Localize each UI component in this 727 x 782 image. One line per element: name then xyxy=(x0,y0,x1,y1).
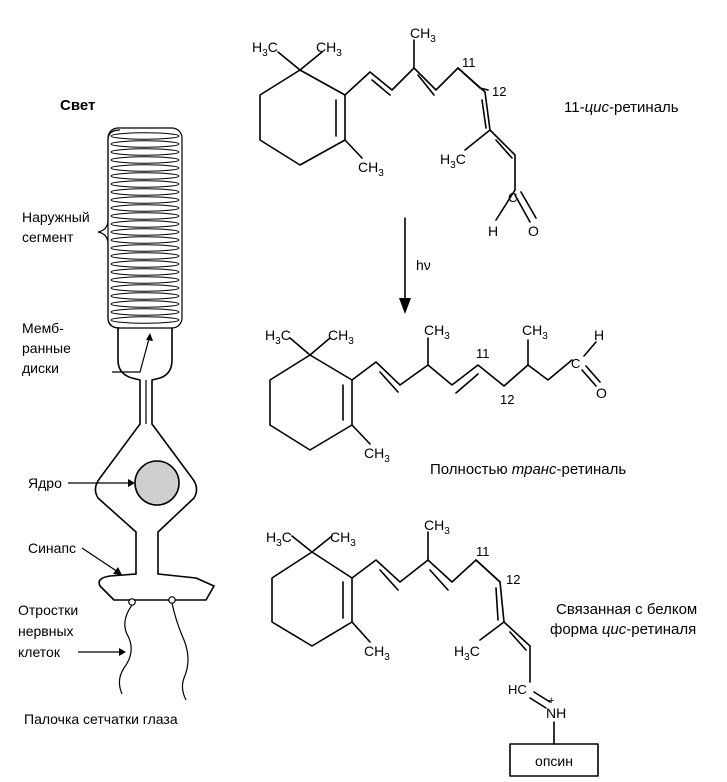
membrane-disc xyxy=(110,220,180,228)
membrane-disc xyxy=(110,188,180,196)
contact-1 xyxy=(128,598,136,606)
contact-2 xyxy=(168,596,176,604)
svg-text:CH3: CH3 xyxy=(364,643,390,663)
synapse-arrowhead xyxy=(113,567,122,575)
svg-text:O: O xyxy=(596,385,607,401)
m1-gem-ch3-a: H3C xyxy=(252,39,278,59)
caption: Палочка сетчатки глаза xyxy=(24,711,178,727)
membrane-disc xyxy=(110,180,180,188)
m1-gem-ch3-b: CH3 xyxy=(316,39,342,59)
rod-cell: Свет Наружный сегмент Мемб- ранные диски… xyxy=(18,97,215,727)
membrane-disc xyxy=(110,276,180,284)
m1-c11: 11 xyxy=(462,55,476,70)
membrane-disc xyxy=(110,172,180,180)
membrane-disc xyxy=(110,164,180,172)
outer-segment-bracket xyxy=(97,129,121,329)
discs-label-1: Мемб- xyxy=(22,320,64,336)
m1-ch3-top: CH3 xyxy=(410,25,436,45)
membrane-disc xyxy=(110,292,180,300)
outer-segment-label-1: Наружный xyxy=(22,209,90,225)
membrane-disc xyxy=(110,268,180,276)
discs-arrowhead xyxy=(146,333,153,341)
opsin-label: опсин xyxy=(535,753,573,769)
svg-text:CH3: CH3 xyxy=(522,322,548,342)
membrane-disc xyxy=(110,140,180,148)
svg-text:NH: NH xyxy=(546,705,566,721)
processes-arrowhead xyxy=(119,648,126,656)
ring-1 xyxy=(259,69,346,166)
photon-arrow: hν xyxy=(399,217,431,314)
svg-text:12: 12 xyxy=(506,572,520,587)
svg-text:12: 12 xyxy=(500,392,514,407)
inner-segment-left xyxy=(117,327,141,425)
processes-label-3: клеток xyxy=(18,644,61,660)
hv-label: hν xyxy=(416,257,431,273)
discs-label-3: диски xyxy=(22,360,59,376)
membrane-disc xyxy=(110,316,180,324)
m3-name-line2: форма цис-ретиналя xyxy=(550,621,696,638)
svg-text:H3C: H3C xyxy=(265,327,291,347)
membrane-disc xyxy=(110,132,180,140)
membrane-disc xyxy=(110,204,180,212)
svg-text:CH3: CH3 xyxy=(364,445,390,465)
svg-text:H3C: H3C xyxy=(454,643,480,663)
m1-c12: 12 xyxy=(492,84,506,99)
synapse-terminal xyxy=(98,573,215,601)
nerve-process-2 xyxy=(171,602,189,701)
outer-segment xyxy=(110,132,180,324)
svg-text:+: + xyxy=(548,695,554,707)
svg-text:CH3: CH3 xyxy=(424,322,450,342)
nerve-process-1 xyxy=(118,604,133,695)
processes-label-2: нервных xyxy=(18,623,74,639)
membrane-disc xyxy=(110,284,180,292)
svg-text:CH3: CH3 xyxy=(424,517,450,537)
nucleus xyxy=(134,460,180,506)
nucleus-arrowhead xyxy=(128,479,135,487)
molecule-all-trans-retinal: H3C CH3 CH3 CH3 CH3 11 12 C H O Полность… xyxy=(265,322,626,478)
membrane-disc xyxy=(110,148,180,156)
m2-name: Полностью транс-ретиналь xyxy=(430,461,626,478)
discs-label-2: ранные xyxy=(22,340,71,356)
svg-text:H: H xyxy=(488,223,498,239)
svg-text:CH3: CH3 xyxy=(328,327,354,347)
membrane-disc xyxy=(110,252,180,260)
membrane-disc xyxy=(110,228,180,236)
svg-text:O: O xyxy=(528,223,539,239)
molecule-protein-bound-cis-retinal: H3C CH3 CH3 CH3 11 12 H3C HC NH + опсин … xyxy=(266,517,697,777)
membrane-disc xyxy=(110,156,180,164)
membrane-disc xyxy=(110,236,180,244)
svg-text:11: 11 xyxy=(476,346,490,361)
membrane-disc xyxy=(110,260,180,268)
svg-text:C: C xyxy=(571,356,580,371)
membrane-disc xyxy=(110,244,180,252)
membrane-disc xyxy=(110,300,180,308)
svg-text:C: C xyxy=(508,190,517,205)
processes-label-1: Отростки xyxy=(18,602,78,618)
cell-body-outline xyxy=(94,423,198,575)
m1-chain xyxy=(344,67,489,96)
svg-text:CH3: CH3 xyxy=(330,529,356,549)
synapse-label: Синапс xyxy=(28,540,76,556)
svg-text:11: 11 xyxy=(476,544,490,559)
svg-text:HC: HC xyxy=(508,682,527,697)
nucleus-label: Ядро xyxy=(28,475,62,491)
inner-segment-right xyxy=(151,327,173,425)
synapse-pointer xyxy=(81,547,119,573)
m1-name: 11-цис-ретиналь xyxy=(564,99,679,116)
outer-segment-label-2: сегмент xyxy=(22,229,74,245)
membrane-disc xyxy=(110,308,180,316)
m1-h3c: H3C xyxy=(440,151,466,171)
molecule-11-cis-retinal: H3C CH3 CH3 CH3 11 12 H3C C H O 11-цис-р… xyxy=(252,25,679,239)
m3-name-line1: Связанная с белком xyxy=(556,601,697,618)
m1-ring-ch3: CH3 xyxy=(358,159,384,179)
svg-text:H3C: H3C xyxy=(266,529,292,549)
svg-text:H: H xyxy=(594,327,604,343)
light-label: Свет xyxy=(60,97,95,114)
opsin-box xyxy=(509,743,599,777)
membrane-disc xyxy=(110,212,180,220)
membrane-disc xyxy=(110,196,180,204)
outer-segment-outline xyxy=(107,127,183,329)
